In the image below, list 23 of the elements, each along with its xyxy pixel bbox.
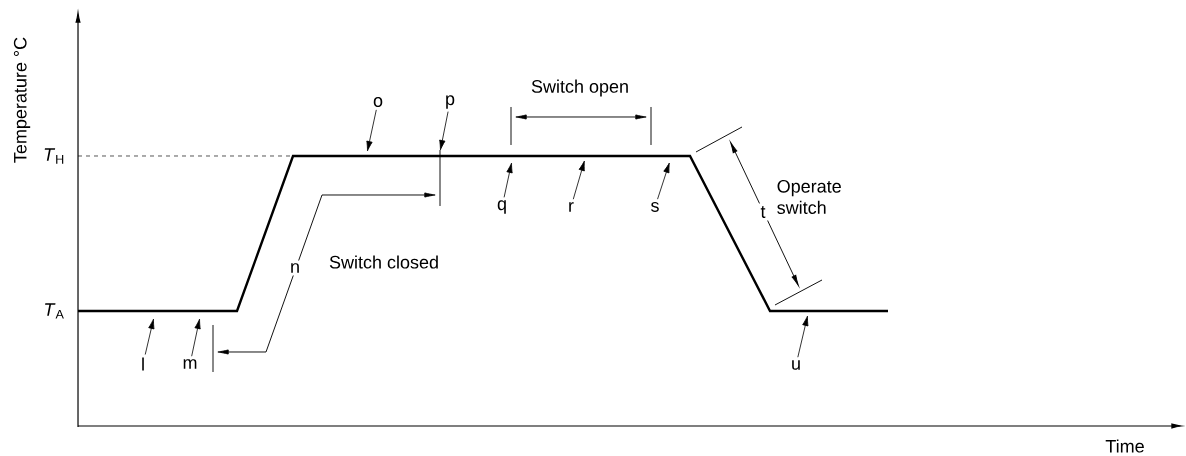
leader-line [366,109,377,152]
leader-line [503,162,513,198]
leader-line [797,315,809,358]
axis-tick-label: T$_{H}$ [44,148,64,164]
axis-label: Time [1105,439,1144,453]
callout-letter: m [183,359,197,369]
leader-line [144,318,155,355]
callout-letter: o [373,97,383,107]
annotation-text: Switch closed [329,255,438,269]
callout-letter: q [497,200,506,214]
axis-tick-label: T$_{A}$ [45,303,64,319]
leader-line [657,162,670,200]
leader-line [439,111,449,151]
callout-letter: p [446,95,455,109]
callout-letter: s [651,202,659,212]
dimension-label: Switch open [528,76,632,100]
callout-letter: r [569,202,574,212]
leader-line [191,318,201,357]
axis-label: Temperature °C [13,37,31,163]
dimension-label: n [287,260,303,276]
callout-letter: u [792,360,800,370]
callout-letter: l [142,357,144,371]
leader-line [572,160,585,200]
